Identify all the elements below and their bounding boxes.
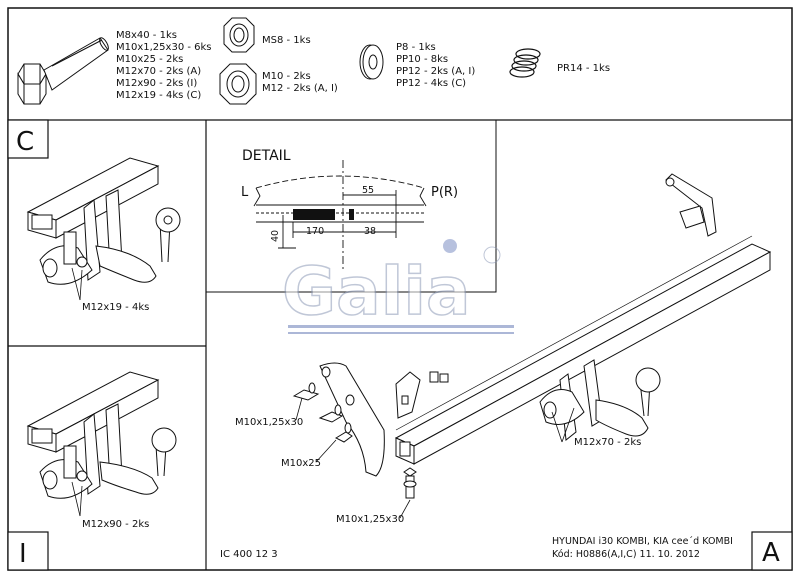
- spring-icon: [509, 48, 541, 78]
- variant-a-bolt2-label: M10x25: [281, 458, 321, 469]
- nut-large-line-2: M12 - 2ks (A, I): [262, 83, 338, 94]
- bolt-line-4: M12x70 - 2ks (A): [116, 66, 201, 77]
- variant-i-badge: [7, 531, 49, 571]
- nut-large-icon: [219, 63, 257, 105]
- footer-kod: Kód: H0886(A,I,C) 11. 10. 2012: [552, 549, 700, 560]
- variant-i-drawing: [26, 371, 177, 499]
- variant-a-bolt1-label: M10x1,25x30: [235, 417, 303, 428]
- washer-line-2: PP10 - 8ks: [396, 54, 448, 65]
- nut-large-line-1: M10 - 2ks: [262, 71, 311, 82]
- footer-code: IC 400 12 3: [220, 549, 278, 560]
- variant-a-bolt3-label: M10x1,25x30: [336, 514, 404, 525]
- bolt-line-3: M10x25 - 2ks: [116, 54, 183, 65]
- washer-line-4: PP12 - 4ks (C): [396, 78, 466, 89]
- washer-line-1: P8 - 1ks: [396, 42, 436, 53]
- nut-small-icon: [223, 17, 255, 53]
- variant-a-leaders: [295, 397, 575, 519]
- detail-tube-marker: [349, 209, 354, 220]
- detail-dim-40: 40: [270, 230, 281, 242]
- spring-label: PR14 - 1ks: [557, 63, 610, 74]
- bolt-line-5: M12x90 - 2ks (I): [116, 78, 197, 89]
- detail-tube-block: [293, 209, 335, 220]
- nut-small-label: MS8 - 1ks: [262, 35, 311, 46]
- detail-left-label: L: [241, 185, 249, 200]
- variant-a-letter: A: [762, 538, 780, 568]
- footer-model: HYUNDAI i30 KOMBI, KIA cee´d KOMBI: [552, 536, 733, 547]
- washer-line-3: PP12 - 2ks (A, I): [396, 66, 475, 77]
- variant-a-label: M12x70 - 2ks: [574, 437, 641, 448]
- bolt-lines: M8x40 - 1ks M10x1,25x30 - 6ks M10x25 - 2…: [116, 30, 212, 101]
- bolt-line-2: M10x1,25x30 - 6ks: [116, 42, 212, 53]
- variant-c-badge: [7, 119, 49, 159]
- variant-c-letter: C: [16, 127, 34, 157]
- galia-watermark: Galia: [281, 239, 514, 334]
- variant-a-drawing: [292, 173, 772, 499]
- variant-c-label: M12x19 - 4ks: [82, 302, 149, 313]
- detail-right-label: P(R): [431, 185, 458, 200]
- variant-c-drawing: [26, 157, 181, 285]
- detail-title: DETAIL: [242, 148, 291, 164]
- variant-c-leader: [71, 267, 83, 301]
- detail-dim-55: 55: [362, 185, 374, 196]
- bolt-line-6: M12x19 - 4ks (C): [116, 90, 201, 101]
- detail-drawing: [253, 160, 427, 270]
- washer-icon: [359, 44, 384, 80]
- outer-frame: [7, 7, 793, 571]
- detail-dim-38: 38: [364, 226, 376, 237]
- detail-dim-170: 170: [306, 226, 324, 237]
- variant-a-badge: [751, 531, 793, 571]
- bolt-line-1: M8x40 - 1ks: [116, 30, 177, 41]
- watermark-text: Galia: [282, 253, 471, 330]
- variant-i-letter: I: [19, 539, 27, 569]
- bolt-icon: [17, 37, 109, 105]
- detail-box: [205, 119, 497, 293]
- variant-i-label: M12x90 - 2ks: [82, 519, 149, 530]
- variant-i-leader: [71, 481, 83, 517]
